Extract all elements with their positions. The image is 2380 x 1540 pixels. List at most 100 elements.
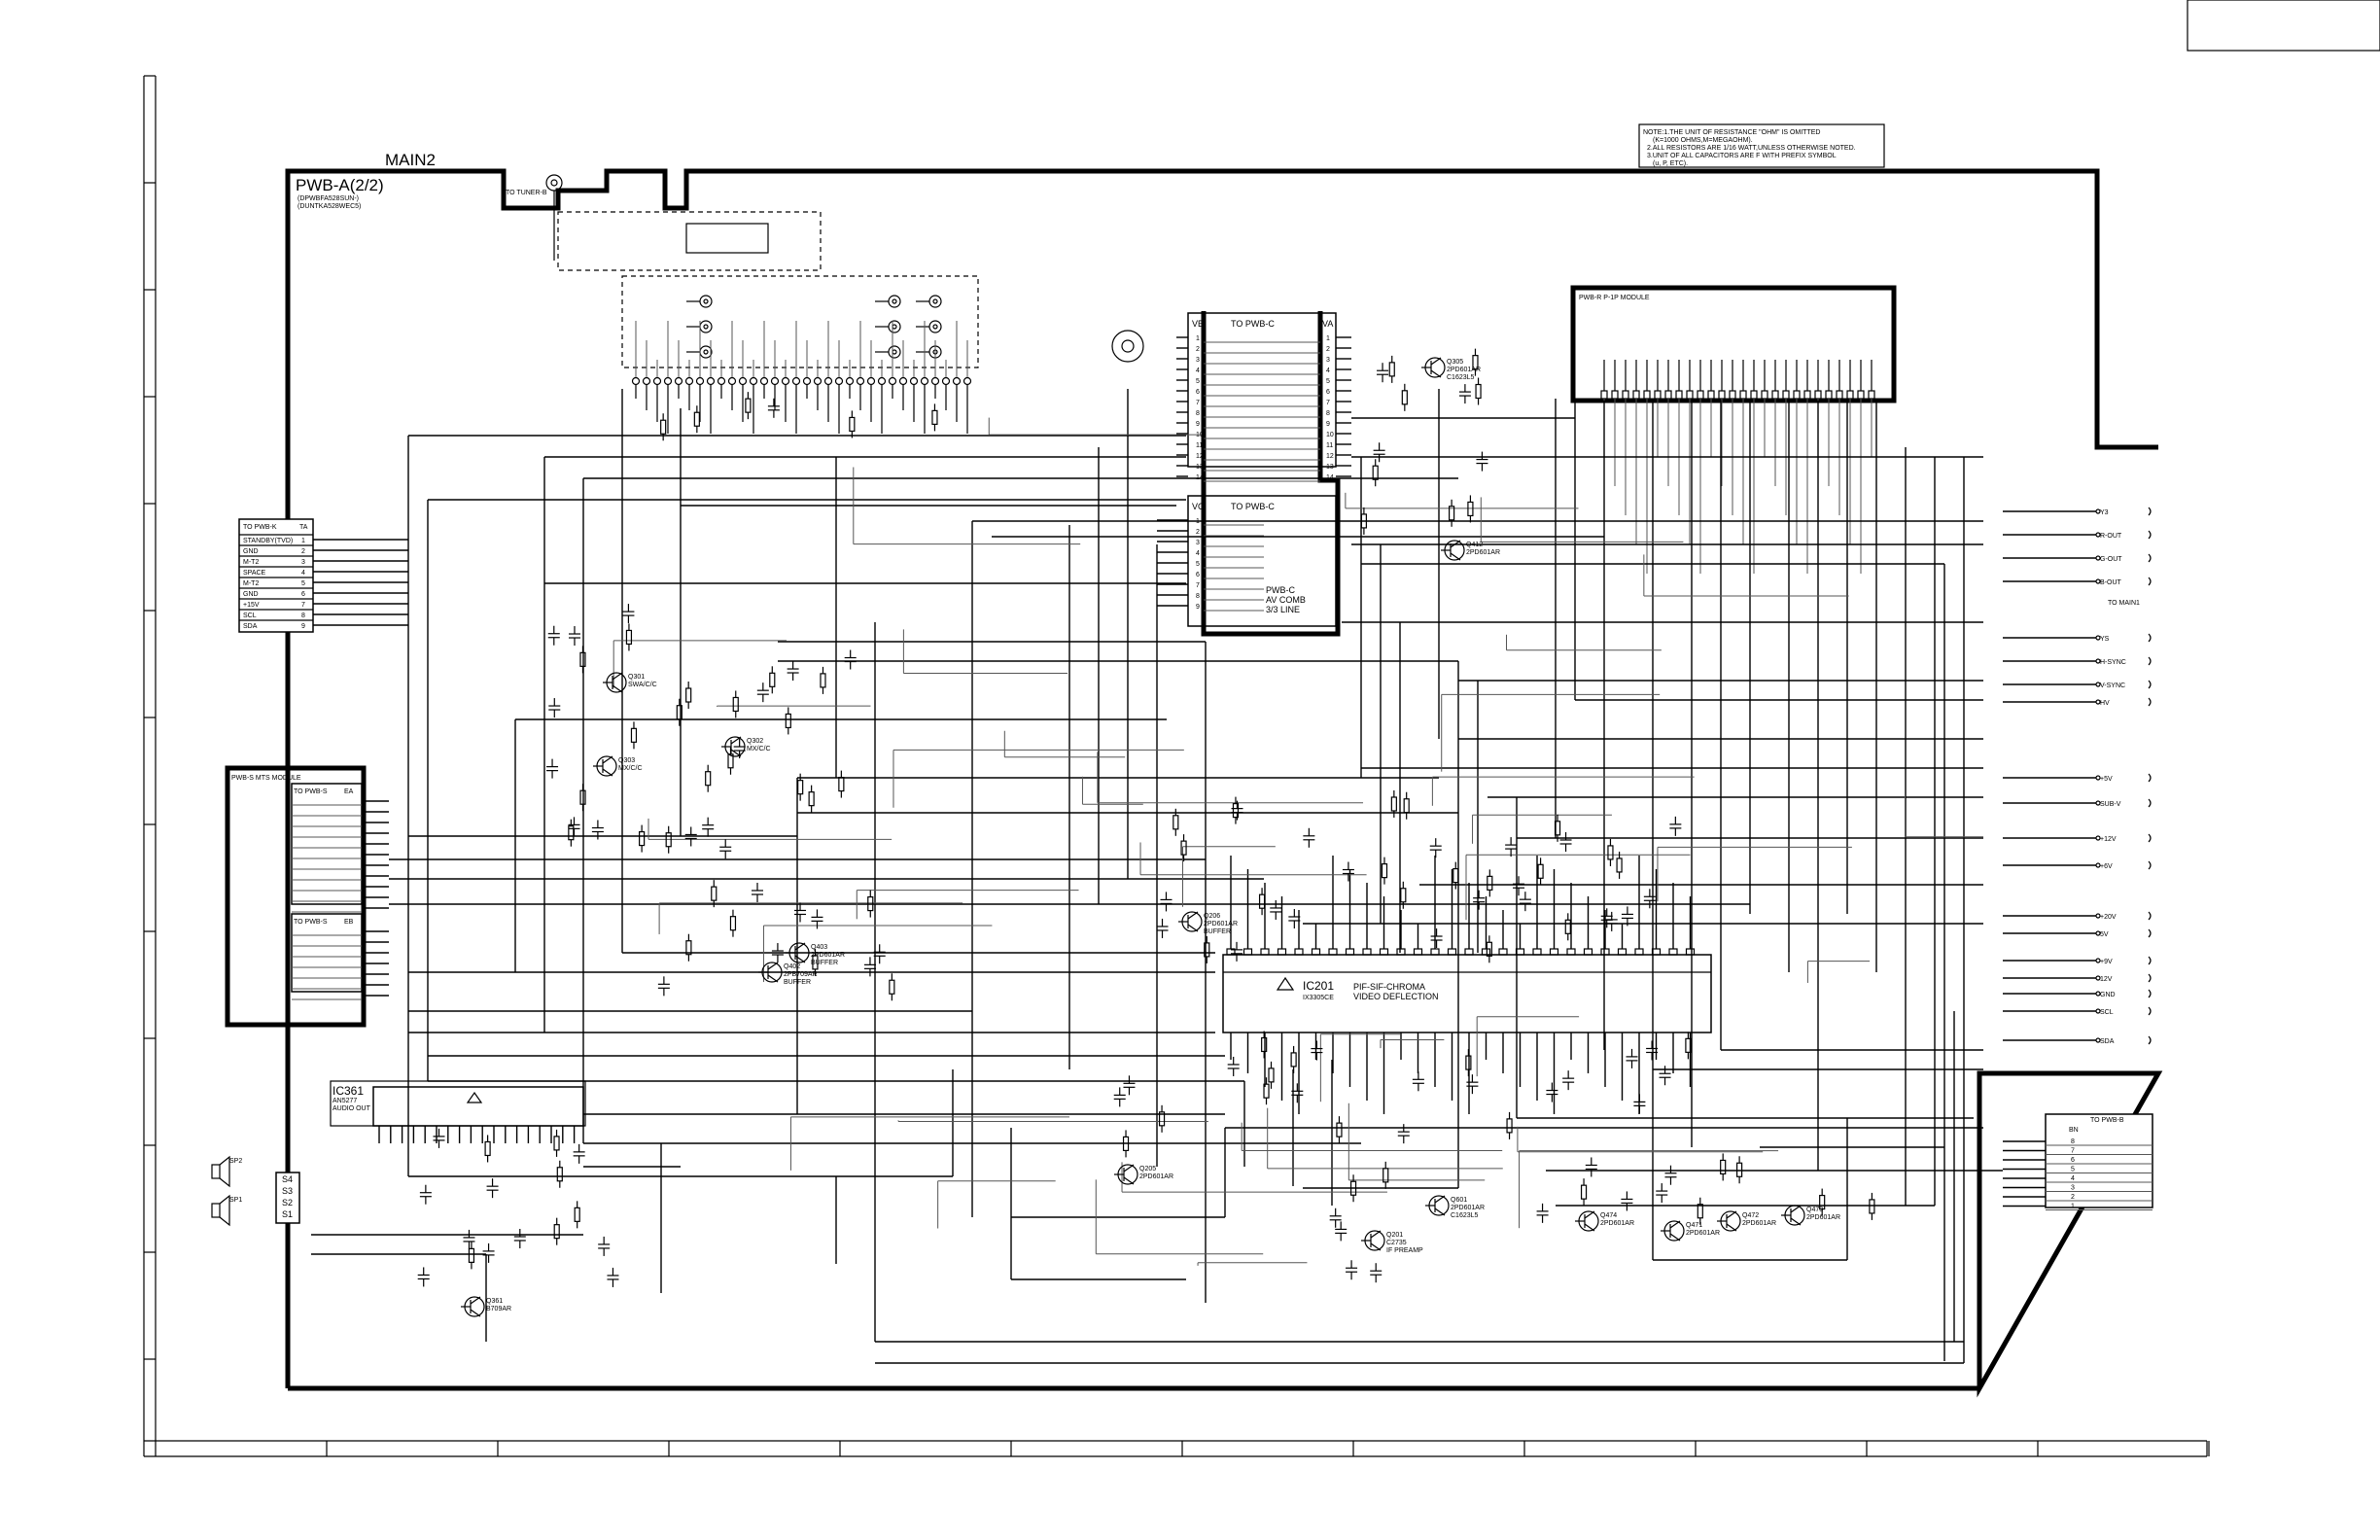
pwb-r-pin	[1857, 390, 1865, 400]
pwb-r-pin	[1739, 390, 1747, 400]
resistor-icon	[729, 916, 737, 931]
right-signal-terminal	[2095, 532, 2101, 538]
pwb-r-pin	[1729, 390, 1736, 400]
board-title: PWB-A(2/2)	[296, 176, 384, 194]
right-signal-terminal	[2095, 508, 2101, 514]
pwb-b-pin: 1	[2071, 1204, 2075, 1210]
transistor-collector	[1370, 1230, 1382, 1239]
right-signal-label: SUB-V	[2100, 801, 2121, 808]
pwb-c-top-pin-left: 11	[1196, 442, 1203, 449]
right-signal-terminal	[2095, 958, 2101, 963]
board-part-2: (DUNTKA528WEC5)	[298, 203, 361, 210]
transistor-collector	[470, 1296, 481, 1305]
transistor-ref: Q201	[1386, 1232, 1403, 1239]
pwb-c-top-pin-right: 2	[1326, 346, 1330, 353]
pwb-k-signal: M-T2	[243, 580, 259, 587]
right-signal-terminal	[2095, 913, 2101, 919]
right-signal-label: +6V	[2100, 863, 2113, 870]
pwb-r-pin	[1814, 390, 1822, 400]
right-signal-label: +20V	[2100, 914, 2117, 921]
ic201-pin	[1294, 948, 1304, 956]
pwb-c-top-pin-left: 6	[1196, 389, 1200, 396]
resistor-icon	[484, 1140, 491, 1157]
right-signal-label: G-OUT	[2100, 556, 2122, 563]
resistor-icon	[1268, 1068, 1275, 1083]
pwb-r-pin	[1611, 390, 1619, 400]
right-signal-label: 12V	[2100, 976, 2113, 983]
transistor-sub: C1623L5	[1451, 1212, 1479, 1219]
jack-terminal	[663, 376, 673, 386]
pwb-c-vb: VB	[1192, 319, 1204, 329]
resistor-icon	[1736, 1162, 1743, 1177]
note-line-5: (u, P, ETC).	[1653, 160, 1688, 167]
transistor-sub: BUFFER	[1204, 928, 1231, 935]
pwb-c-top-pin-left: 12	[1196, 453, 1204, 460]
board-part-1: (DPWBFA528SUN-)	[298, 195, 359, 202]
transistor-collector	[1726, 1210, 1737, 1219]
av-input-jacks	[631, 295, 1144, 434]
pwb-c-top-pin-left: 8	[1196, 410, 1200, 417]
pwb-c-top-pin-left: 5	[1196, 378, 1200, 385]
right-signal-label: R-OUT	[2100, 533, 2122, 540]
pwb-k-signal: GND	[243, 591, 259, 598]
transistor-collector	[612, 672, 623, 681]
note-line-2: (K=1000 OHMS,M=MEGAOHM).	[1653, 137, 1753, 144]
rca-jack-icon	[699, 320, 713, 333]
resistor-icon	[556, 1167, 563, 1182]
pwb-r-pin	[1803, 390, 1811, 400]
pwb-c-bottom-pin: 6	[1196, 572, 1200, 578]
pwb-c-bottom-pin: 2	[1196, 529, 1200, 536]
resistor-icon	[1372, 465, 1379, 480]
transistor-part: 2PD601AR	[1451, 1205, 1485, 1211]
jack-terminal	[823, 376, 833, 386]
resistor-icon	[1403, 798, 1410, 814]
mts-sub1: TO PWB-S	[294, 788, 328, 795]
resistor-icon	[625, 629, 633, 646]
ic201-pin	[1634, 948, 1644, 956]
transistor-emitter	[1434, 1208, 1446, 1216]
pwb-c-top-pin-right: 13	[1326, 464, 1334, 471]
ic201-pin	[1379, 948, 1389, 956]
ic201-part: IX3305CE	[1303, 995, 1334, 1001]
ic361-function: AUDIO OUT	[332, 1105, 371, 1112]
right-signal-terminal	[2095, 578, 2101, 584]
pwb-k-signal: +15V	[243, 602, 260, 609]
pwb-b-pin: 5	[2071, 1167, 2075, 1173]
pwb-k-pin: 1	[301, 538, 305, 544]
transistor-emitter	[1123, 1176, 1135, 1185]
pwb-c-bottom-pin: 3	[1196, 540, 1200, 546]
transistor-sub: C1623L5	[1447, 374, 1475, 381]
right-signal-label: SDA	[2100, 1038, 2115, 1045]
transistor-collector	[1584, 1210, 1595, 1219]
pwb-c-top-pin-right: 5	[1326, 378, 1330, 385]
right-signal-arrow	[2148, 656, 2152, 666]
ic201-pin	[1498, 948, 1508, 956]
right-signal-label: +9V	[2100, 959, 2113, 965]
jack-terminal	[642, 376, 651, 386]
ic201-pin	[1685, 948, 1696, 956]
pwb-k-pin: 3	[301, 559, 305, 566]
ic201-pin	[1242, 948, 1253, 956]
jack-terminal	[856, 376, 865, 386]
right-edge-signals: Y3R-OUTG-OUTB-OUTYSH-SYNCV-SYNCHV+5VSUB-…	[2003, 507, 2152, 1045]
pwb-c-top-pin-left: 9	[1196, 421, 1200, 428]
pwb-c-bottom-title: TO PWB-C	[1231, 502, 1275, 511]
transistor-collector	[730, 736, 742, 745]
transistor-part: 2PD601AR	[1466, 549, 1500, 556]
rca-jack-center	[892, 324, 897, 330]
right-signal-terminal	[2095, 991, 2101, 997]
pwb-r-pin	[1707, 390, 1715, 400]
jack-terminal	[652, 376, 662, 386]
rca-jack-center	[892, 349, 897, 355]
transistor-emitter	[1370, 1242, 1382, 1251]
transistor-ref: Q205	[1139, 1166, 1156, 1172]
right-signal-terminal	[2095, 555, 2101, 561]
pwb-r-pin	[1675, 390, 1683, 400]
pwb-r-pin	[1825, 390, 1833, 400]
pwb-c-top-pin-left: 7	[1196, 400, 1200, 406]
pwb-c-top-title: TO PWB-C	[1231, 319, 1275, 329]
